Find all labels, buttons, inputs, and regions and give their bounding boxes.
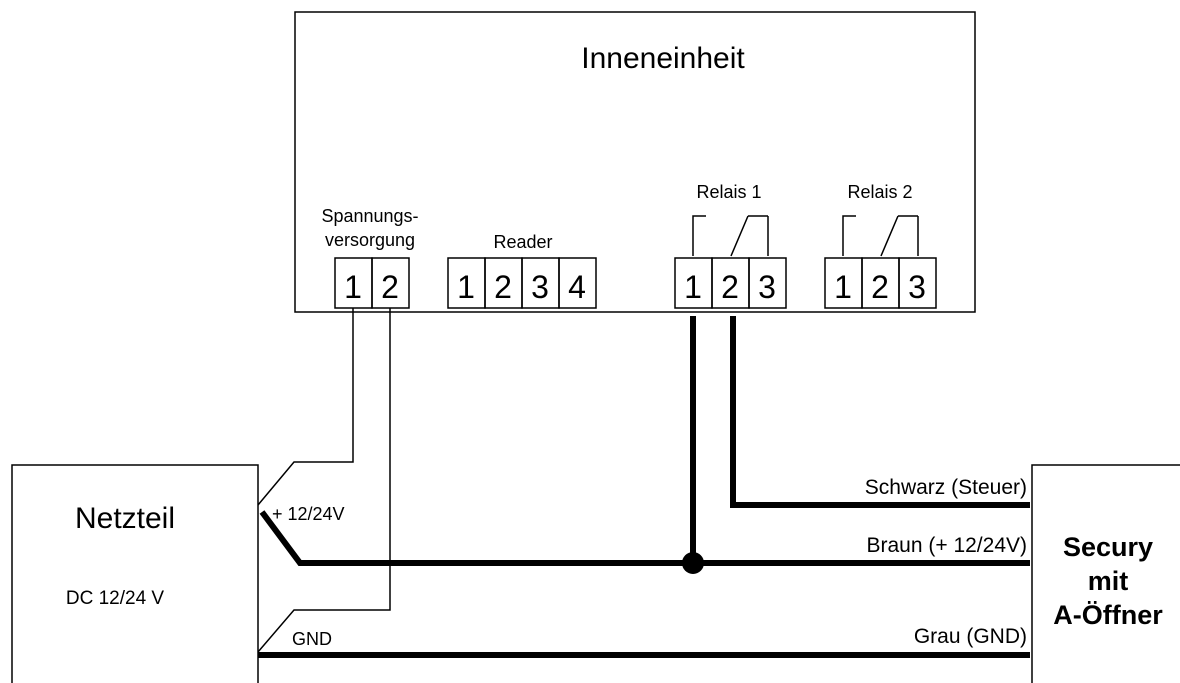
relay1-contact-symbol — [692, 215, 769, 257]
lock-line2: mit — [1088, 566, 1129, 596]
indoor-unit-title: Inneneinheit — [581, 42, 745, 75]
relay2-terminal-3: 3 — [908, 269, 926, 305]
wire-plus-supply — [257, 308, 354, 506]
relay2-contact-symbol — [842, 215, 919, 257]
relay2-terminal-1: 1 — [834, 269, 852, 305]
relay2-terminal-block: 1 2 3 — [824, 257, 937, 309]
relay1-terminal-1: 1 — [684, 269, 702, 305]
power-terminal-block: 1 2 — [334, 257, 410, 309]
junction-dot — [682, 552, 704, 574]
reader-terminal-1: 1 — [457, 269, 475, 305]
reader-terminal-4: 4 — [568, 269, 586, 305]
wire-gnd-supply — [257, 308, 391, 653]
reader-terminal-block: 1 2 3 4 — [447, 257, 597, 309]
relay1-terminal-2: 2 — [721, 269, 739, 305]
wire-black-control — [730, 316, 1030, 508]
lock-line1: Secury — [1063, 532, 1153, 562]
wire-brown-plus — [259, 510, 1030, 566]
gnd-terminal-label: GND — [292, 629, 332, 649]
plus-terminal-label: + 12/24V — [272, 504, 345, 524]
wire-black-label: Schwarz (Steuer) — [865, 476, 1027, 499]
wire-grey-label: Grau (GND) — [914, 625, 1027, 648]
relay2-label: Relais 2 — [847, 182, 912, 202]
relay1-label: Relais 1 — [696, 182, 761, 202]
power-terminal-2: 2 — [381, 269, 399, 305]
reader-label: Reader — [493, 232, 552, 252]
relay1-terminal-block: 1 2 3 — [674, 257, 787, 309]
power-supply-subtitle: DC 12/24 V — [66, 588, 165, 609]
lock-line3: A-Öffner — [1053, 600, 1163, 630]
relay1-terminal-3: 3 — [758, 269, 776, 305]
reader-terminal-2: 2 — [494, 269, 512, 305]
indoor-unit-box — [294, 11, 976, 313]
power-label-line2: versorgung — [325, 230, 415, 250]
lock-box — [1031, 464, 1180, 683]
reader-terminal-3: 3 — [531, 269, 549, 305]
power-supply-box — [11, 464, 259, 683]
power-terminal-1: 1 — [344, 269, 362, 305]
wire-brown-label: Braun (+ 12/24V) — [866, 534, 1027, 557]
relay2-terminal-2: 2 — [871, 269, 889, 305]
power-supply-title: Netzteil — [75, 502, 175, 535]
power-label-line1: Spannungs- — [321, 206, 418, 226]
